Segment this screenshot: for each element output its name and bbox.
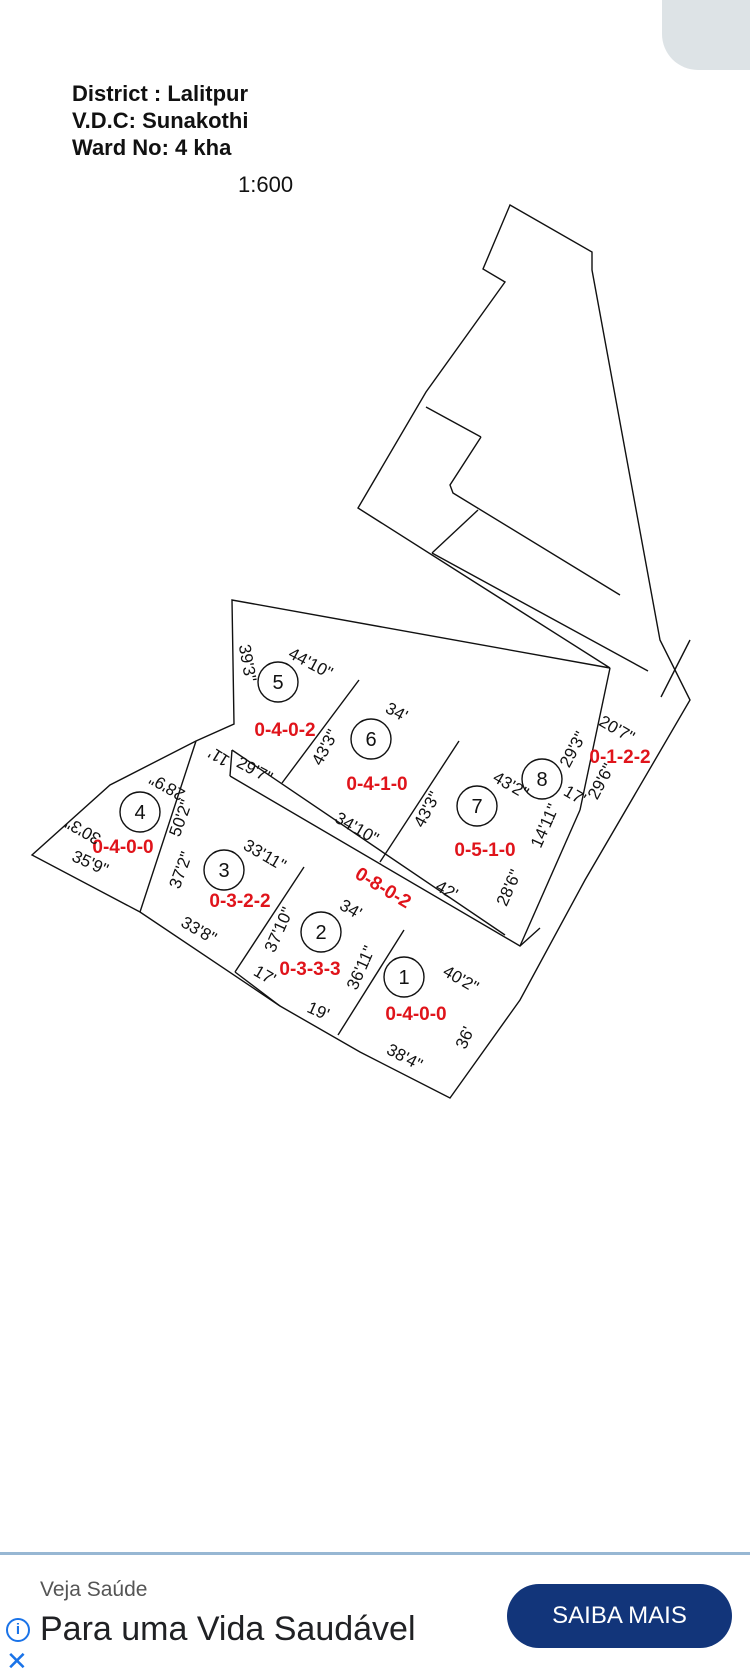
strip-end [660,639,691,698]
ad-banner[interactable]: Veja Saúde i ✕ Para uma Vida Saudável SA… [0,1552,750,1676]
plot-number-4: 4 [134,802,145,824]
plot-number-6: 6 [365,729,376,751]
strip-divider-2 [431,509,479,554]
ad-headline[interactable]: Para uma Vida Saudável [40,1610,416,1648]
plot-2-3-divider [234,866,305,973]
dimension-label: 30'3" [62,813,104,848]
dimension-label: 11' [205,743,233,770]
dimension-label: 20'7" [596,712,638,747]
dimension-label: 19' [304,998,332,1024]
dimension-labels: 44'10" 39'3" 34' 43'3" 29'7" 11' 28'9" 3… [62,643,638,1075]
close-icon[interactable]: ✕ [6,1646,28,1676]
dimension-label: 37'2" [165,849,196,891]
ad-cta-button[interactable]: SAIBA MAIS [507,1584,732,1648]
dimension-label: 34' [336,895,365,923]
corner-pill [662,0,750,70]
plot-7-8-divider-b [519,809,581,947]
plot-6-7-divider [379,740,460,863]
plot-area-6: 0-4-1-0 [346,774,407,795]
plot-boundaries [30,203,691,1099]
plot-3-4-divider [139,740,197,913]
dimension-label: 36' [452,1024,478,1052]
dimension-label: 39'3" [235,643,260,683]
plot-number-2: 2 [315,922,326,944]
dimension-label: 50'2" [165,797,196,839]
plot-2-base [234,971,281,1007]
dimension-label: 34'10" [332,808,382,848]
dimension-label: 17' [250,961,279,989]
dimension-label: 42' [432,876,461,904]
plot-area-4: 0-4-0-0 [92,837,153,858]
dimension-label: 33'8" [178,913,220,948]
plot-area-5: 0-4-0-2 [254,720,315,741]
vdc-label: V.D.C: Sunakothi [72,108,249,133]
dimension-label: 36'11" [343,943,379,993]
dimension-label: 28'6" [493,867,526,909]
ward-label: Ward No: 4 kha [72,135,232,160]
plot-area-8: 0-1-2-2 [589,747,650,768]
plot-area-2: 0-3-3-3 [279,959,340,980]
plot-5-6-divider [281,679,360,784]
plot-numbers: 1 2 3 4 5 6 7 8 [134,672,547,989]
dimension-label: 40'2" [440,962,482,997]
ad-border [0,1552,750,1555]
scale-label: 1:600 [238,172,294,197]
plot-7-8-divider-a [579,667,611,811]
plot-number-5: 5 [272,672,283,694]
strip-inner-1 [449,436,621,596]
ad-brand: Veja Saúde [40,1578,148,1601]
dimension-label: 34' [382,699,410,726]
plot-area-3: 0-3-2-2 [209,891,270,912]
strip-inner-2 [431,552,649,672]
dimension-label: 38'4" [383,1040,425,1074]
plot-circles [119,661,563,998]
plot-number-7: 7 [471,796,482,818]
district-label: District : Lalitpur [72,81,249,106]
dimension-label: 44'10" [285,644,336,683]
road-west-cap [229,749,233,777]
plot-area-1: 0-4-0-0 [385,1004,446,1025]
plot-number-1: 1 [398,967,409,989]
plot-plan: 1 2 3 4 5 6 7 8 0-4-0-0 0-3-3-3 0-3-2-2 … [30,203,691,1099]
plot-number-8: 8 [536,769,547,791]
dimension-label: 33'11" [240,836,289,875]
plot-1-2-divider [337,929,405,1036]
road-edge-north [231,749,506,936]
plot-number-3: 3 [218,860,229,882]
strip-divider-1 [425,406,482,438]
info-icon[interactable]: i [6,1618,30,1642]
map-header: District : Lalitpur V.D.C: Sunakothi War… [72,80,248,161]
dimension-label: 29'3" [556,728,590,770]
dimension-label: 14'11" [527,801,563,851]
plot-area-7: 0-5-1-0 [454,840,515,861]
dimension-label: 43'2" [490,768,532,803]
